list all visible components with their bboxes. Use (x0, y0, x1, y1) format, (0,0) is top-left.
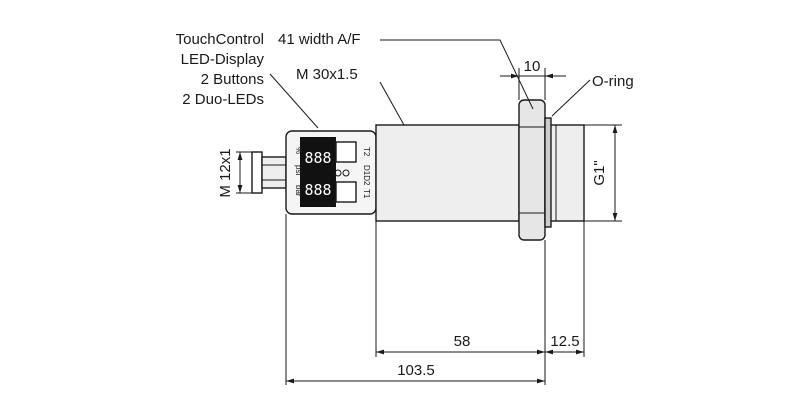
dimension-lines (237, 73, 618, 384)
label-g1: G1" (591, 160, 608, 185)
leader-lines (269, 39, 591, 129)
callout-touchcontrol: TouchControl (176, 31, 264, 48)
m12-connector (251, 151, 287, 194)
duo-led-1 (342, 169, 350, 177)
dim-nut-width: 10 (524, 58, 541, 75)
channel-label-2: D1D2 (362, 165, 371, 186)
callout-led-display: LED-Display (181, 51, 265, 68)
callout-m30-thread: M 30x1.5 (296, 66, 358, 83)
dim-body-length: 58 (454, 333, 471, 350)
unit-label-2: psi (294, 165, 303, 175)
dim-total-length: 103.5 (397, 362, 435, 379)
callout-duo-leds: 2 Duo-LEDs (182, 91, 264, 108)
down-button[interactable] (335, 181, 357, 203)
process-thread (544, 117, 585, 228)
label-m12: M 12x1 (217, 148, 234, 197)
duo-led-2 (334, 169, 342, 177)
callout-oring: O-ring (592, 73, 634, 90)
channel-label-1: T1 (362, 189, 371, 199)
dim-thread-length: 12.5 (550, 333, 579, 350)
unit-label-3: % (294, 147, 303, 154)
callout-width-af: 41 width A/F (278, 31, 361, 48)
channel-label-3: T2 (362, 147, 371, 157)
up-button[interactable] (335, 141, 357, 163)
unit-label-1: bar (294, 185, 303, 197)
display-head: 888 888 bar psi % T1 D1D2 T2 (285, 130, 377, 215)
display-digits-bottom: 888 (304, 181, 331, 199)
callout-buttons: 2 Buttons (201, 71, 264, 88)
sensor-body (375, 124, 520, 222)
display-digits-top: 888 (304, 149, 331, 167)
hex-nut (518, 99, 546, 241)
